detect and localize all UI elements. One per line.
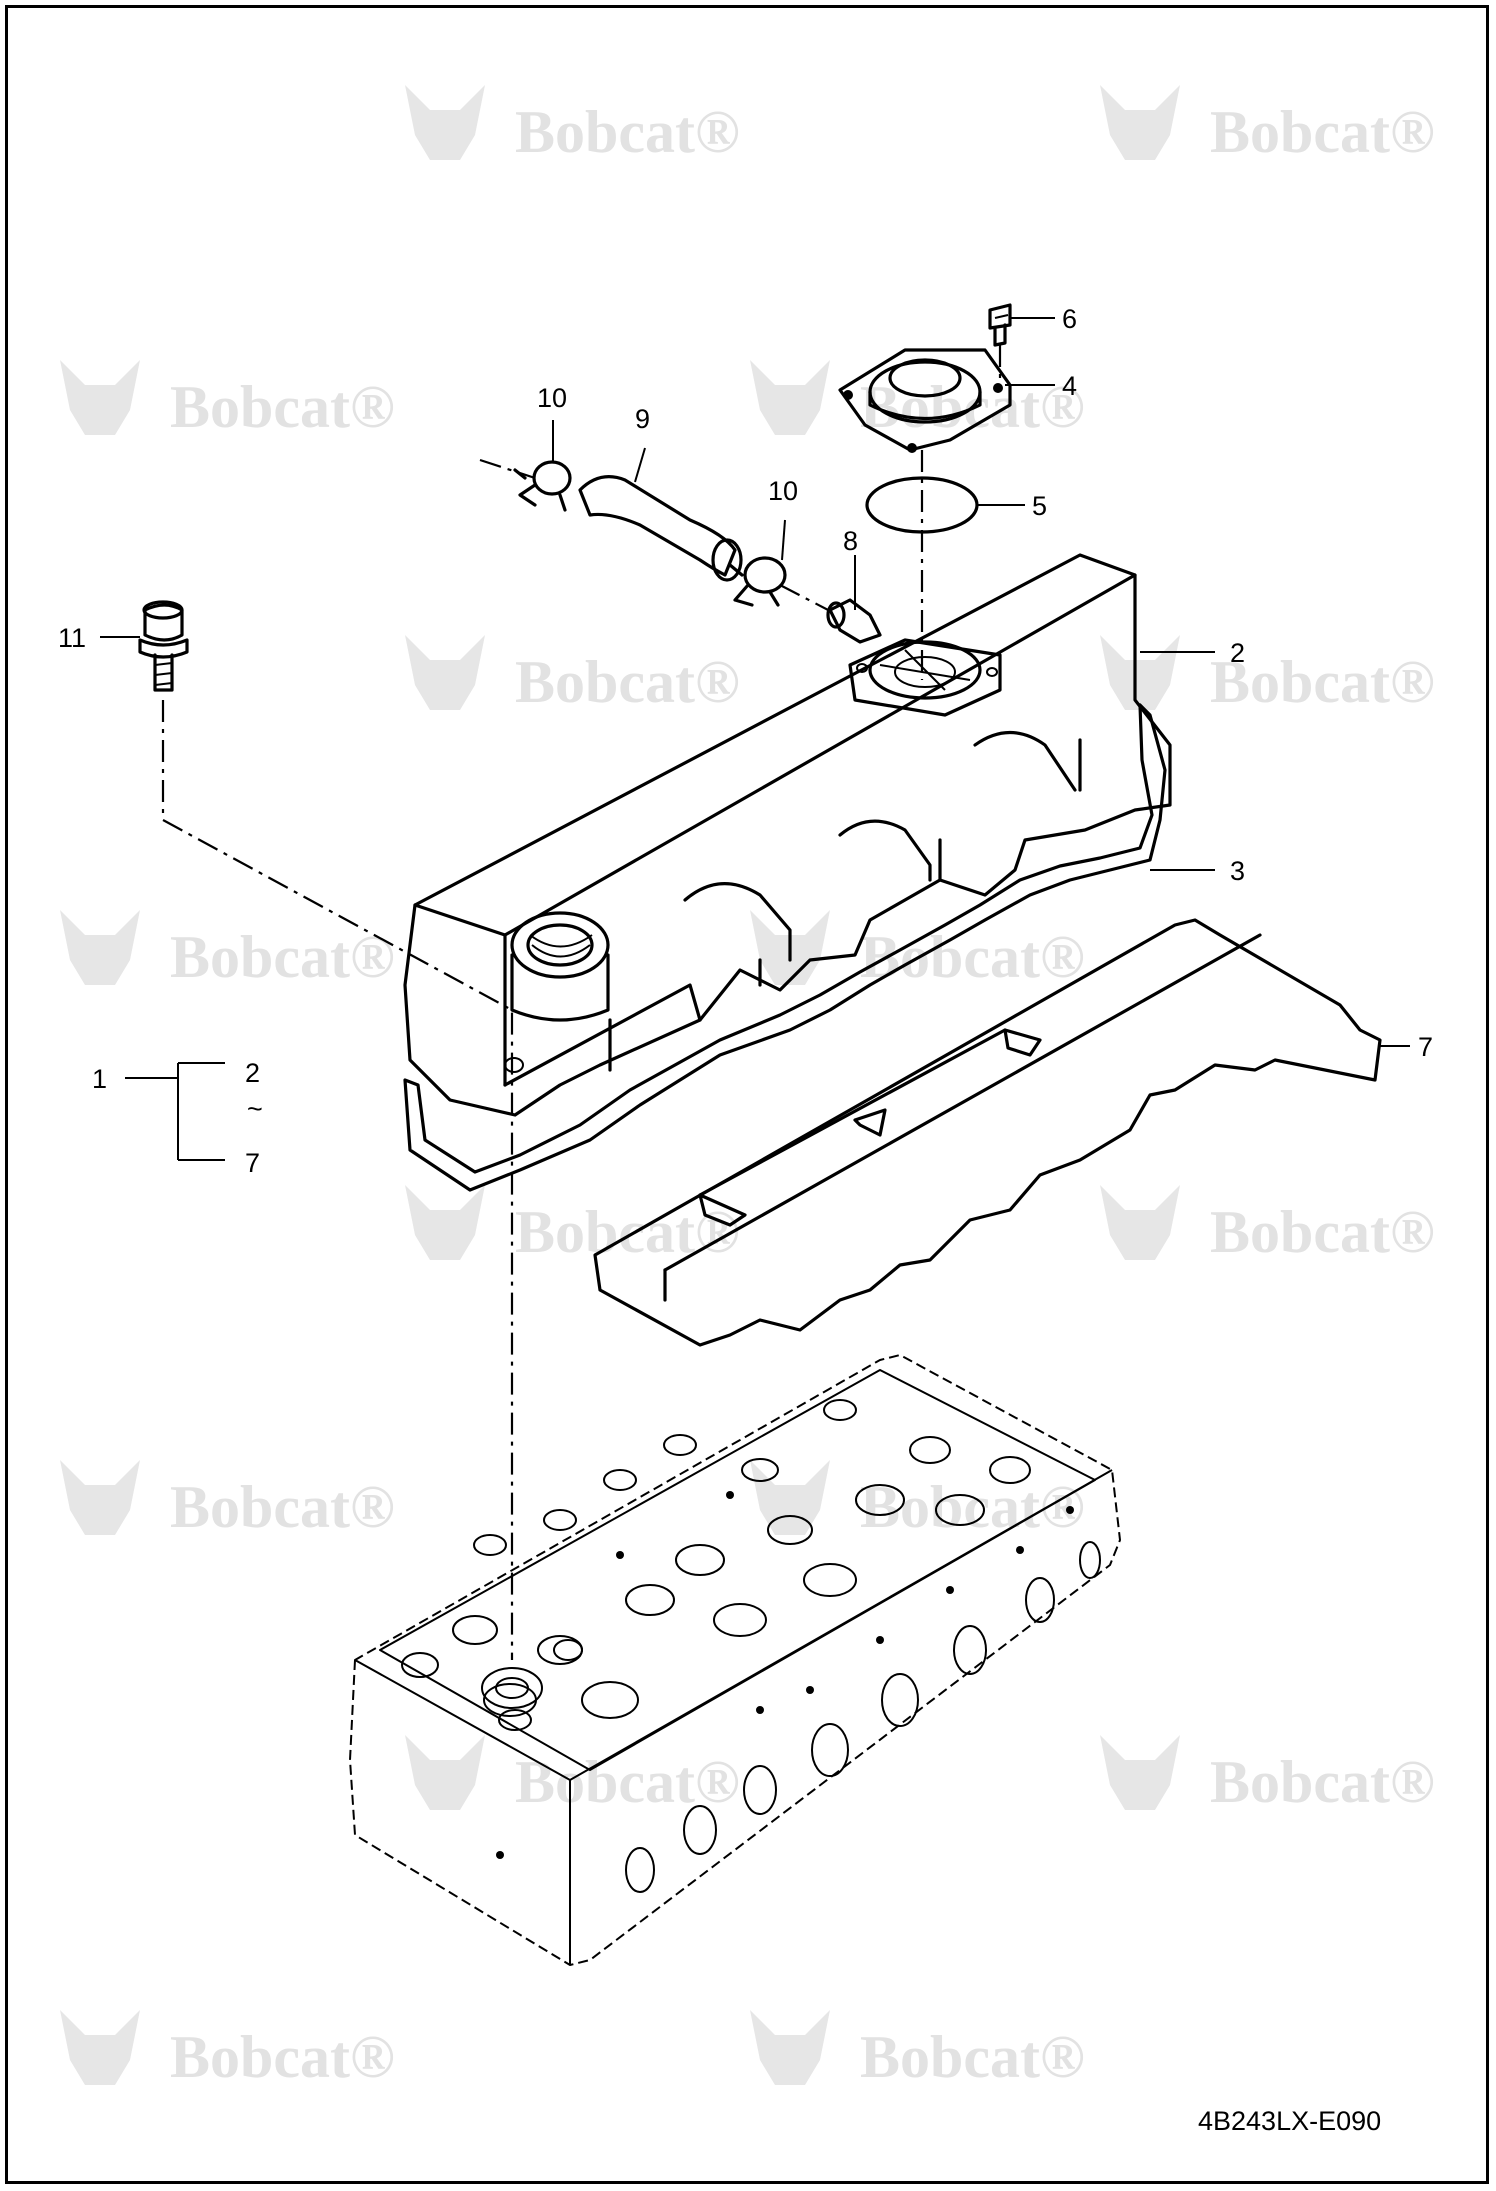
watermark-layer: Bobcat® Bobcat® Bobcat® Bobcat® Bobcat® Bobca… <box>60 85 1435 2090</box>
watermark-text: Bobcat® <box>860 924 1085 990</box>
hose-clamp-upper <box>513 460 572 512</box>
bracket-top-label: 2 <box>245 1058 260 1088</box>
watermark: Bobcat® <box>1100 635 1435 715</box>
drawing-frame <box>5 5 1489 2184</box>
assembly-centerlines <box>161 345 1002 1660</box>
watermark: Bobcat® <box>405 1735 740 1815</box>
callout-6: 6 <box>1062 304 1077 334</box>
bracket-bottom-label: 7 <box>245 1148 260 1178</box>
callout-10-lower: 10 <box>768 476 798 506</box>
watermark: Bobcat® <box>750 2010 1085 2090</box>
watermark: Bobcat® <box>60 1460 395 1540</box>
watermark: Bobcat® <box>405 85 740 165</box>
watermark-text: Bobcat® <box>1210 1749 1435 1815</box>
watermark-text: Bobcat® <box>170 2024 395 2090</box>
watermark: Bobcat® <box>60 2010 395 2090</box>
drawing-number: 4B243LX-E090 <box>1198 2106 1381 2136</box>
watermark: Bobcat® <box>750 910 1085 990</box>
watermark: Bobcat® <box>405 1185 740 1265</box>
callout-5: 5 <box>1032 491 1047 521</box>
callout-labels: 6 4 5 2 3 7 8 9 10 10 11 1 2 ~ 7 <box>58 304 1433 1178</box>
callout-1: 1 <box>92 1064 107 1094</box>
breather-pipe <box>826 598 882 644</box>
watermark: Bobcat® <box>750 360 1085 440</box>
leader-lines <box>100 317 1410 1161</box>
callout-3: 3 <box>1230 856 1245 886</box>
cover-bolt <box>138 600 189 692</box>
breather-hose <box>578 475 743 582</box>
callout-4: 4 <box>1062 371 1077 401</box>
watermark: Bobcat® <box>405 635 740 715</box>
cover-gasket <box>403 703 1167 1192</box>
watermark-text: Bobcat® <box>860 1474 1085 1540</box>
breather-cover <box>838 348 1012 453</box>
watermark: Bobcat® <box>750 1460 1085 1540</box>
rocker-cover <box>403 553 1172 1117</box>
bracket-range-label: ~ <box>247 1094 263 1124</box>
watermark-text: Bobcat® <box>860 2024 1085 2090</box>
watermark-text: Bobcat® <box>515 649 740 715</box>
watermark: Bobcat® <box>60 360 395 440</box>
callout-10-upper: 10 <box>537 383 567 413</box>
cylinder-head <box>349 1354 1121 1966</box>
callout-9: 9 <box>635 404 650 434</box>
watermark-text: Bobcat® <box>515 1199 740 1265</box>
watermark-text: Bobcat® <box>1210 649 1435 715</box>
watermark-text: Bobcat® <box>515 99 740 165</box>
watermark: Bobcat® <box>1100 85 1435 165</box>
callout-8: 8 <box>843 526 858 556</box>
callout-7: 7 <box>1418 1032 1433 1062</box>
watermark-text: Bobcat® <box>1210 99 1435 165</box>
callout-2: 2 <box>1230 638 1245 668</box>
watermark-text: Bobcat® <box>170 1474 395 1540</box>
hose-clamp-lower <box>728 556 787 607</box>
watermark-text: Bobcat® <box>170 374 395 440</box>
watermark: Bobcat® <box>1100 1735 1435 1815</box>
watermark-text: Bobcat® <box>515 1749 740 1815</box>
watermark-text: Bobcat® <box>170 924 395 990</box>
watermark: Bobcat® <box>60 910 395 990</box>
cover-screw <box>988 303 1012 347</box>
watermark: Bobcat® <box>1100 1185 1435 1265</box>
head-cover-shield <box>593 918 1382 1347</box>
callout-11: 11 <box>58 623 86 653</box>
watermark-text: Bobcat® <box>1210 1199 1435 1265</box>
